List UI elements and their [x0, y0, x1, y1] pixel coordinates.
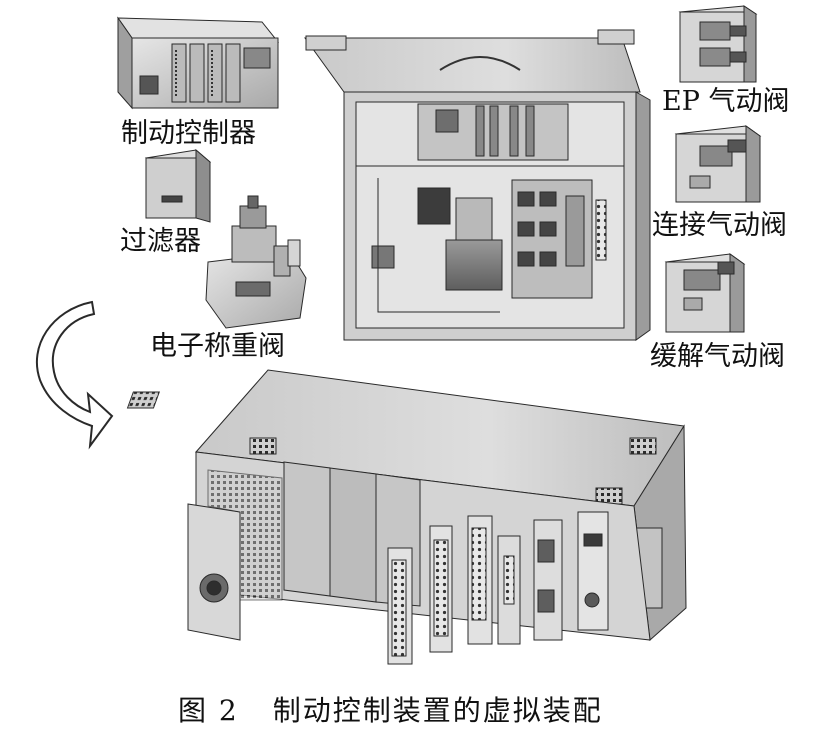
assembly-arrow: [35, 300, 114, 450]
label-release-valve: 缓解气动阀: [650, 341, 785, 372]
connect-valve-image: [674, 125, 762, 203]
label-filter: 过滤器: [120, 226, 201, 257]
figure-number: 图 2: [178, 694, 239, 727]
weighing-valve-image: [205, 195, 307, 329]
ep-valve-image: [678, 5, 758, 83]
label-connect-valve: 连接气动阀: [652, 210, 787, 241]
label-brake-controller: 制动控制器: [121, 118, 256, 149]
figure-title: 制动控制装置的虚拟装配: [272, 694, 603, 727]
brake-controller-image: [117, 16, 280, 110]
figure-caption: 图 2 制动控制装置的虚拟装配: [178, 689, 603, 729]
label-weighing-valve: 电子称重阀: [150, 331, 285, 362]
cabinet-image: [304, 29, 651, 341]
rack-assembly-image: [126, 369, 687, 665]
label-ep-valve: EP 气动阀: [662, 86, 790, 117]
filter-image: [144, 148, 212, 223]
release-valve-image: [664, 253, 746, 333]
